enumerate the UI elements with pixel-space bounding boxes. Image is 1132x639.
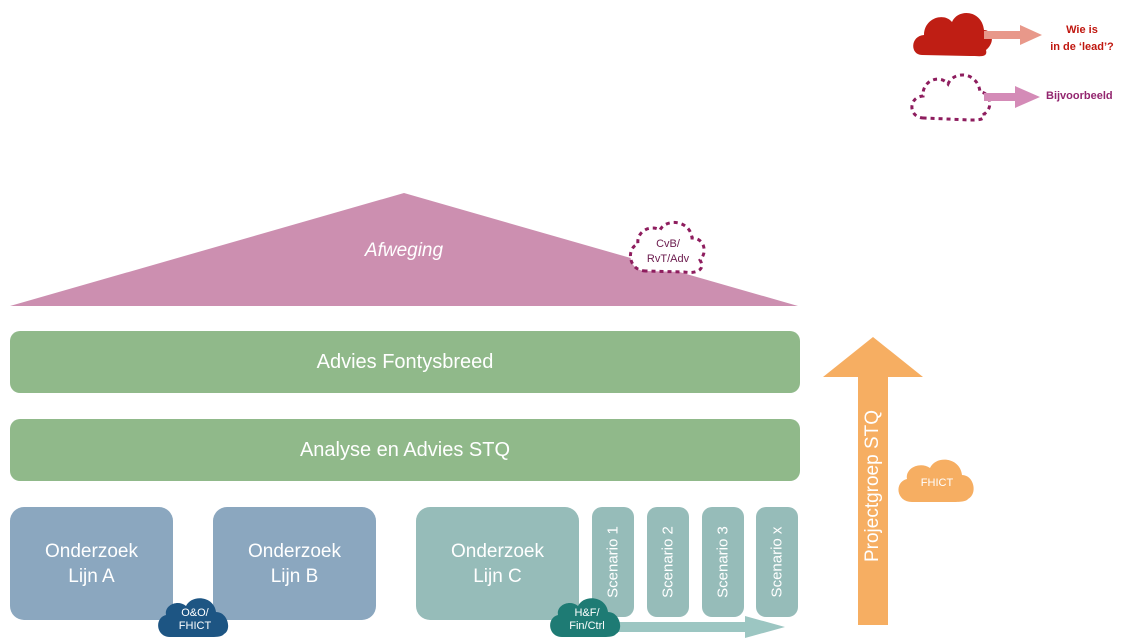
hf-finctrl-cloud-label: H&F/ Fin/Ctrl (555, 604, 619, 636)
onderzoek-lijn-a: Onderzoek Lijn A (10, 507, 173, 620)
scenario-1: Scenario 1 (592, 507, 634, 617)
projectgroep-label: Projectgroep STQ (862, 409, 883, 563)
hf-line1: H&F/ (574, 607, 600, 619)
scenario-x: Scenario x (756, 507, 798, 617)
lead-cloud-icon (913, 12, 992, 57)
fhict-cloud-icon (898, 459, 974, 502)
oo-line1: O&O/ (181, 607, 209, 619)
analyse-stq-band: Analyse en Advies STQ (10, 419, 800, 481)
scenario-2: Scenario 2 (647, 507, 689, 617)
hf-line2: Fin/Ctrl (569, 620, 605, 632)
roof-triangle (10, 193, 798, 306)
legend-example-label: Bijvoorbeeld (1046, 90, 1113, 102)
roof-label: Afweging (364, 240, 444, 261)
projectgroep-arrow-icon (823, 337, 923, 625)
example-cloud-icon (910, 73, 992, 122)
cvb-cloud-label: CvB/ RvT/Adv (630, 237, 706, 267)
oo-fhict-cloud-icon (158, 598, 229, 637)
lijn-a-line1: Onderzoek (45, 540, 138, 562)
advies-fontysbreed-band: Advies Fontysbreed (10, 331, 800, 393)
hf-finctrl-cloud-icon (550, 598, 621, 637)
oo-line2: FHICT (178, 620, 212, 632)
cvb-line2: RvT/Adv (646, 253, 690, 265)
legend-lead-line1: Wie is (1066, 24, 1098, 36)
advies-fontysbreed-label: Advies Fontysbreed (316, 350, 494, 373)
legend-lead-line2: in de ‘lead’? (1050, 41, 1114, 53)
cvb-line1: CvB/ (656, 238, 680, 250)
scenario-3: Scenario 3 (702, 507, 744, 617)
lijn-c-line1: Onderzoek (451, 540, 544, 562)
fhict-cloud-label: FHICT (920, 476, 954, 489)
lijn-b-line1: Onderzoek (248, 540, 341, 562)
lijn-c-line2: Lijn C (473, 565, 522, 587)
legend-lead-label: Wie is in de ‘lead’? (1042, 22, 1122, 56)
cvb-cloud-icon (629, 221, 706, 274)
lijn-b-line2: Lijn B (270, 565, 319, 587)
lead-arrow-icon (984, 25, 1042, 45)
onderzoek-lijn-b: Onderzoek Lijn B (213, 507, 376, 620)
oo-fhict-cloud-label: O&O/ FHICT (163, 604, 227, 636)
example-arrow-icon (984, 86, 1040, 108)
analyse-stq-label: Analyse en Advies STQ (299, 438, 511, 461)
lijn-a-line2: Lijn A (68, 565, 115, 587)
onderzoek-lijn-c: Onderzoek Lijn C (416, 507, 579, 620)
scenario-arrow-icon (610, 616, 785, 638)
